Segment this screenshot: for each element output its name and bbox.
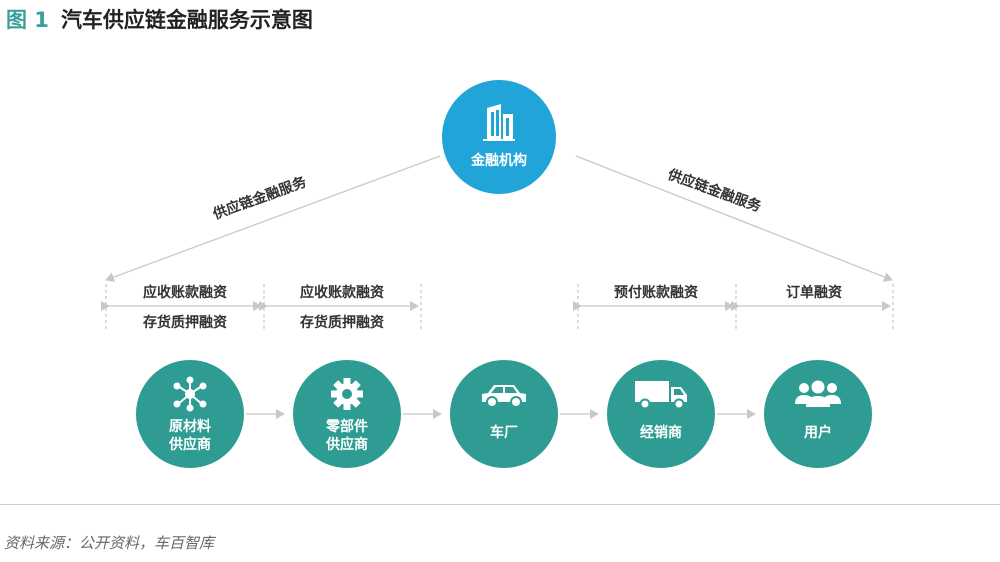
service-line-right xyxy=(575,155,893,282)
node-user: 用户 xyxy=(764,360,872,468)
node-label: 车厂 xyxy=(490,425,518,441)
figure-title: 汽车供应链金融服务示意图 xyxy=(60,8,313,32)
car-icon xyxy=(482,385,526,408)
node-dealer: 经销商 xyxy=(607,360,715,468)
dashed-guides xyxy=(105,284,894,330)
node-car-maker: 车厂 xyxy=(450,360,558,468)
footer-divider xyxy=(0,504,1000,505)
financial-institution-node: 金融机构 xyxy=(442,80,556,194)
node-label: 零部件 供应商 xyxy=(326,419,368,453)
figure-number: 图 1 xyxy=(6,8,49,32)
node-label: 用户 xyxy=(804,425,832,441)
financial-institution-label: 金融机构 xyxy=(471,153,527,169)
finance-label-g4: 订单融资 xyxy=(786,285,842,301)
finance-label-g1-a: 应收账款融资 xyxy=(143,285,227,301)
finance-label-g3: 预付账款融资 xyxy=(614,285,698,301)
truck-icon xyxy=(635,381,687,410)
finance-label-g1-b: 存货质押融资 xyxy=(143,315,227,331)
users-icon xyxy=(795,380,841,407)
page-title: 图 1 汽车供应链金融服务示意图 xyxy=(6,4,313,34)
gear-icon xyxy=(331,378,363,410)
finance-label-g2-b: 存货质押融资 xyxy=(300,315,384,331)
node-parts-supplier: 零部件 供应商 xyxy=(293,360,401,468)
network-icon xyxy=(173,376,207,412)
node-label: 经销商 xyxy=(640,425,682,441)
finance-label-g2-a: 应收账款融资 xyxy=(300,285,384,301)
node-raw-material-supplier: 原材料 供应商 xyxy=(136,360,244,468)
node-label: 原材料 供应商 xyxy=(169,419,211,453)
source-note: 资料来源：公开资料，车百智库 xyxy=(4,534,215,552)
building-icon xyxy=(483,104,515,141)
service-line-left xyxy=(105,155,441,282)
